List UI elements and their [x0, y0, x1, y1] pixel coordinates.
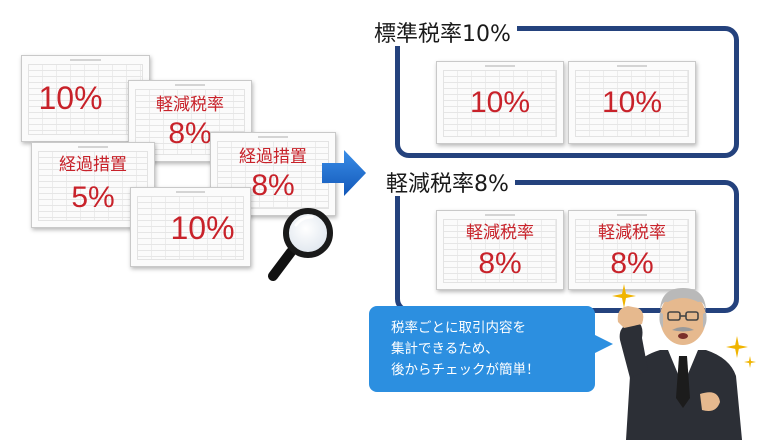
invoice-doc: 10%	[436, 61, 564, 144]
standard-rate-group	[395, 26, 739, 158]
invoice-rate: 8%	[610, 247, 654, 280]
invoice-rate: 10%	[469, 86, 531, 119]
invoice-rate: 10%	[170, 210, 235, 246]
invoice-doc: 軽減税率 8%	[436, 210, 564, 290]
invoice-rate: 8%	[251, 169, 295, 202]
invoice-doc: 経過措置 5%	[31, 142, 155, 228]
speech-line: 集計できるため、	[391, 341, 499, 357]
magnifier-icon	[268, 208, 333, 281]
speech-line: 税率ごとに取引内容を	[391, 320, 526, 336]
invoice-rate: 8%	[168, 117, 212, 150]
arrow-right-icon	[322, 150, 366, 196]
businessman-illustration	[617, 288, 742, 440]
speech-bubble: 税率ごとに取引内容を 集計できるため、 後からチェックが簡単！	[369, 306, 613, 392]
invoice-doc: 10%	[568, 61, 696, 144]
invoice-category: 軽減税率	[466, 223, 534, 243]
invoice-category: 経過措置	[239, 147, 307, 167]
invoice-rate: 8%	[478, 247, 522, 280]
sparkle-icon	[726, 336, 748, 358]
sparkle-icon	[612, 284, 636, 308]
invoice-category: 軽減税率	[156, 95, 224, 115]
invoice-rate: 10%	[601, 86, 663, 119]
invoice-category: 経過措置	[59, 155, 127, 175]
standard-rate-title: 標準税率10%	[370, 24, 517, 46]
reduced-rate-title: 軽減税率8%	[382, 174, 515, 196]
invoice-rate: 10%	[38, 80, 103, 116]
invoice-category: 軽減税率	[598, 223, 666, 243]
invoice-rate: 5%	[71, 181, 115, 214]
invoice-doc: 10%	[130, 187, 251, 267]
speech-line: 後からチェックが簡単！	[391, 362, 540, 378]
sparkle-icon	[744, 356, 756, 368]
invoice-doc: 軽減税率 8%	[568, 210, 696, 290]
